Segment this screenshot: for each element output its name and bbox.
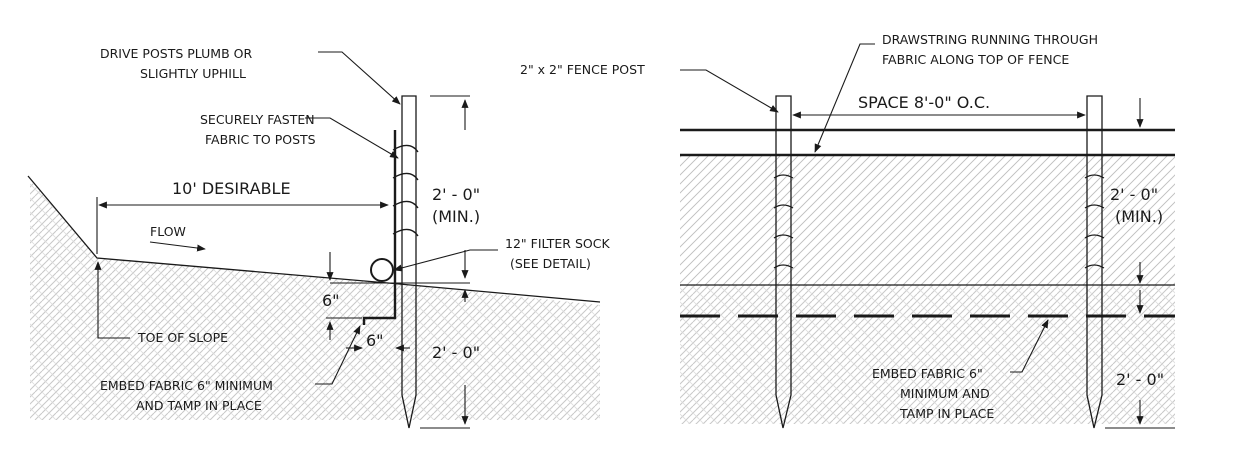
elevation-embed-label-line3: TAMP IN PLACE (899, 406, 994, 421)
section-fabric-ties (392, 144, 419, 237)
elevation-embed-label-line1: EMBED FABRIC 6" (872, 366, 983, 381)
elevation-band-fill (680, 285, 1175, 316)
section-embed-label-line2: AND TAMP IN PLACE (136, 398, 262, 413)
drive-posts-leader (318, 51, 401, 105)
section-embed-depth-label: 2' - 0" (432, 343, 480, 362)
fasten-fabric-leader (305, 117, 399, 159)
fence-post-label: 2" x 2" FENCE POST (520, 62, 645, 77)
fasten-fabric-label-line2: FABRIC TO POSTS (205, 132, 316, 147)
elevation-ground-hatch (680, 316, 1175, 424)
elevation-embed-label-line2: MINIMUM AND (900, 386, 990, 401)
drive-posts-label-line1: DRIVE POSTS PLUMB OR (100, 46, 252, 61)
drive-posts-label-line2: SLIGHTLY UPHILL (140, 66, 246, 81)
drawstring-leader (814, 43, 875, 153)
elevation-post-ties (773, 174, 1105, 269)
toe-leader (94, 261, 130, 339)
fence-post-leader (680, 69, 779, 113)
filter-sock-label-line2: (SEE DETAIL) (510, 256, 591, 271)
drawstring-label-line1: DRAWSTRING RUNNING THROUGH (882, 32, 1098, 47)
elevation-post-left (775, 95, 792, 429)
filter-sock-leader (393, 249, 498, 272)
section-fabric (362, 130, 397, 325)
flow-arrow (149, 241, 206, 252)
toe-of-slope-label: TOE OF SLOPE (137, 330, 228, 345)
elevation-fabric-body (680, 155, 1175, 285)
section-min-height-note: (MIN.) (432, 207, 480, 226)
desirable-label: 10' DESIRABLE (172, 179, 291, 198)
spacing-label: SPACE 8'-0" O.C. (858, 93, 990, 112)
drawstring-label-line2: FABRIC ALONG TOP OF FENCE (882, 52, 1069, 67)
elevation-embed-depth-label: 2' - 0" (1116, 370, 1164, 389)
elevation-post-right (1086, 95, 1103, 429)
section-embed-label-line1: EMBED FABRIC 6" MINIMUM (100, 378, 273, 393)
trench-depth-label: 6" (322, 291, 340, 310)
elevation-view: SPACE 8'-0" O.C. 2" x 2" FENCE POST DRAW… (520, 32, 1175, 429)
flow-label: FLOW (150, 224, 186, 239)
section-view: FLOW 10' DESIRABLE DRIVE POSTS PLUMB OR … (27, 46, 610, 429)
elevation-embed-leader (1010, 319, 1049, 373)
trench-width-label: 6" (366, 331, 384, 350)
fasten-fabric-label-line1: SECURELY FASTEN (200, 112, 315, 127)
section-ground-hatch (30, 180, 600, 420)
elevation-min-height-value: 2' - 0" (1110, 185, 1158, 204)
filter-sock-circle (370, 258, 394, 282)
filter-sock-label-line1: 12" FILTER SOCK (505, 236, 610, 251)
section-embed-leader (315, 325, 361, 385)
section-ground-line (27, 175, 601, 303)
elevation-min-height-note: (MIN.) (1115, 207, 1163, 226)
section-min-height-value: 2' - 0" (432, 185, 480, 204)
